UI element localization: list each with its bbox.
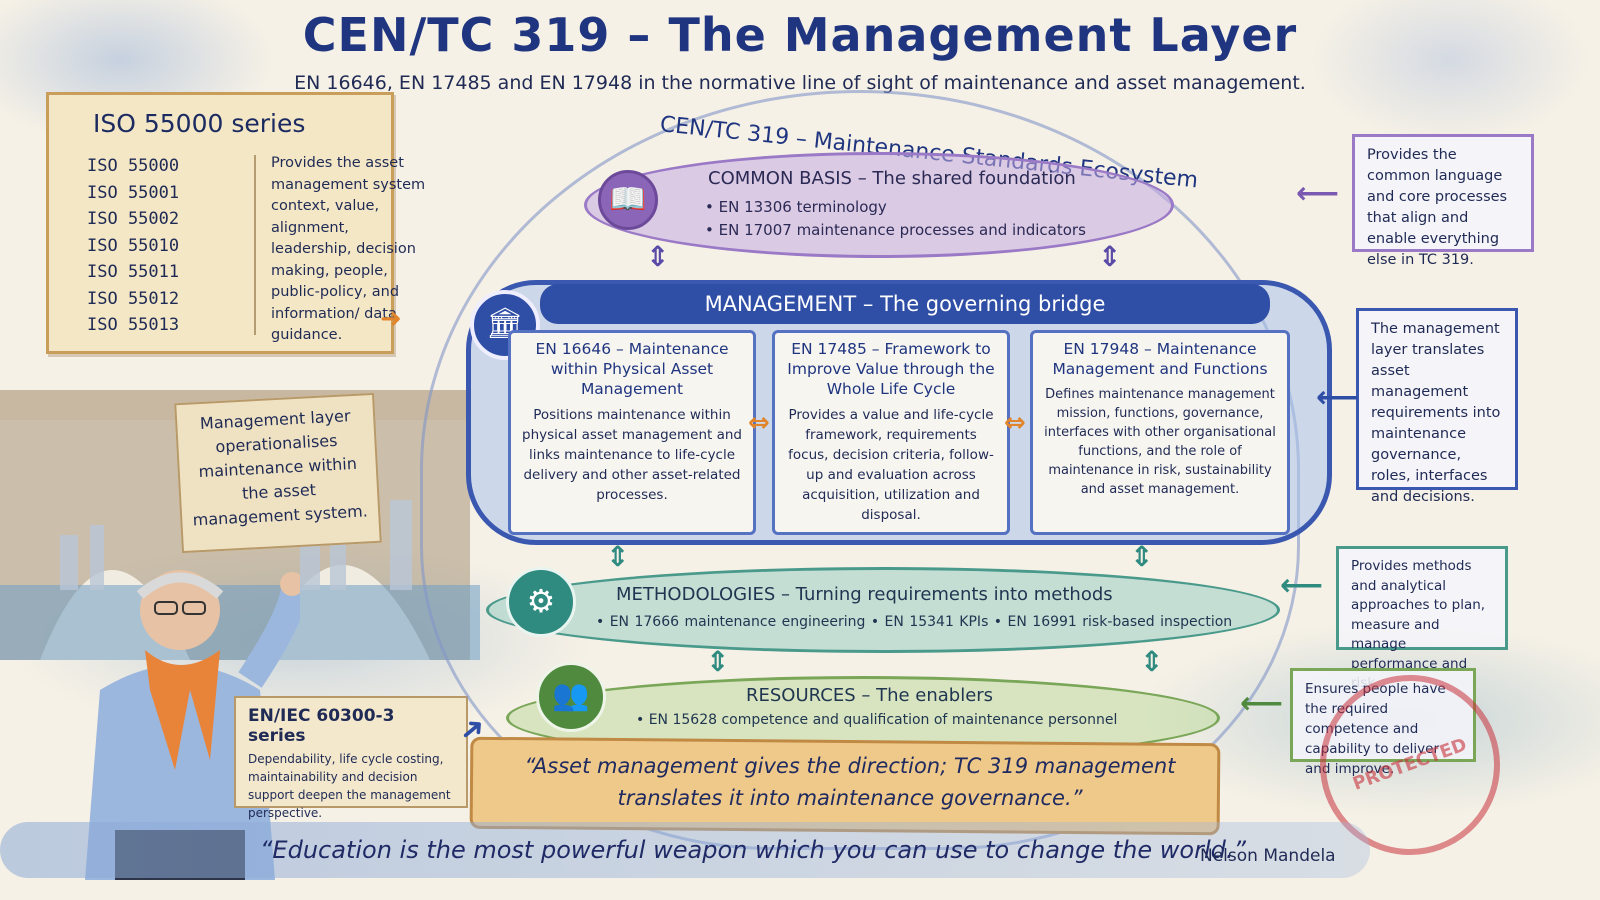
common-item: • EN 13306 terminology <box>705 196 1086 219</box>
banner-quote: “Asset management gives the direction; T… <box>520 750 1180 814</box>
methodologies-ellipse <box>486 567 1280 653</box>
arrow-icon: ➜ <box>380 304 402 334</box>
en-iec-60300-box: EN/IEC 60300-3 series Dependability, lif… <box>234 696 468 808</box>
left-arrow-icon: ⟵ <box>1316 380 1359 415</box>
en-iec-text: Dependability, life cycle costing, maint… <box>248 750 454 822</box>
iso-description: Provides the asset management system con… <box>271 153 431 347</box>
operationalises-note: Management layer operationalises mainten… <box>174 393 382 553</box>
updown-arrow-icon: ⇕ <box>1098 240 1121 273</box>
book-icon: 📖 <box>598 170 658 230</box>
card-text: Provides a value and life-cycle framewor… <box>783 405 999 525</box>
iso-standard-item: ISO 55013 <box>87 312 179 339</box>
side-note-common: Provides the common language and core pr… <box>1352 134 1534 252</box>
card-title: EN 17485 – Framework to Improve Value th… <box>783 339 999 399</box>
iso-box-title: ISO 55000 series <box>93 109 375 138</box>
left-arrow-icon: ⟵ <box>1296 176 1339 211</box>
card-en-17485: EN 17485 – Framework to Improve Value th… <box>772 330 1010 535</box>
left-arrow-icon: ⟵ <box>1240 686 1283 721</box>
updown-arrow-icon: ⇕ <box>646 240 669 273</box>
footer-quote: “Education is the most powerful weapon w… <box>260 836 1246 864</box>
double-arrow-icon: ⇔ <box>748 408 770 438</box>
updown-arrow-icon: ⇕ <box>1140 645 1163 678</box>
iso-55000-box: ISO 55000 series ISO 55000 ISO 55001 ISO… <box>46 92 394 354</box>
iso-standard-item: ISO 55011 <box>87 259 179 286</box>
iso-divider <box>254 155 256 335</box>
double-arrow-icon: ⇔ <box>1004 408 1026 438</box>
card-text: Defines maintenance management mission, … <box>1041 385 1279 499</box>
management-heading: MANAGEMENT – The governing bridge <box>540 284 1270 324</box>
card-en-16646: EN 16646 – Maintenance within Physical A… <box>508 330 756 535</box>
methodologies-items: • EN 17666 maintenance engineering • EN … <box>596 614 1232 630</box>
page-subtitle: EN 16646, EN 17485 and EN 17948 in the n… <box>0 72 1600 94</box>
card-title: EN 17948 – Maintenance Management and Fu… <box>1041 339 1279 379</box>
iso-standard-item: ISO 55012 <box>87 286 179 313</box>
common-basis-items: • EN 13306 terminology • EN 17007 mainte… <box>705 196 1086 242</box>
updown-arrow-icon: ⇕ <box>606 540 629 573</box>
card-en-17948: EN 17948 – Maintenance Management and Fu… <box>1030 330 1290 535</box>
page-title: CEN/TC 319 – The Management Layer <box>0 8 1600 62</box>
resources-items: • EN 15628 competence and qualification … <box>636 712 1117 728</box>
people-icon: 👥 <box>536 662 606 732</box>
methodologies-heading: METHODOLOGIES – Turning requirements int… <box>616 584 1113 605</box>
updown-arrow-icon: ⇕ <box>706 645 729 678</box>
card-title: EN 16646 – Maintenance within Physical A… <box>519 339 745 399</box>
iso-standards-list: ISO 55000 ISO 55001 ISO 55002 ISO 55010 … <box>87 153 179 339</box>
gears-icon: ⚙ <box>506 567 576 637</box>
iso-standard-item: ISO 55000 <box>87 153 179 180</box>
common-basis-heading: COMMON BASIS – The shared foundation <box>708 168 1076 189</box>
iso-standard-item: ISO 55010 <box>87 233 179 260</box>
side-note-management: The management layer translates asset ma… <box>1356 308 1518 490</box>
left-arrow-icon: ⟵ <box>1280 568 1323 603</box>
common-item: • EN 17007 maintenance processes and ind… <box>705 219 1086 242</box>
footer-author: Nelson Mandela <box>1200 846 1336 866</box>
en-iec-title: EN/IEC 60300-3 series <box>248 706 454 746</box>
side-note-methodologies: Provides methods and analytical approach… <box>1336 546 1508 650</box>
updown-arrow-icon: ⇕ <box>1130 540 1153 573</box>
resources-heading: RESOURCES – The enablers <box>746 685 993 706</box>
iso-standard-item: ISO 55001 <box>87 180 179 207</box>
card-text: Positions maintenance within physical as… <box>519 405 745 505</box>
iso-standard-item: ISO 55002 <box>87 206 179 233</box>
